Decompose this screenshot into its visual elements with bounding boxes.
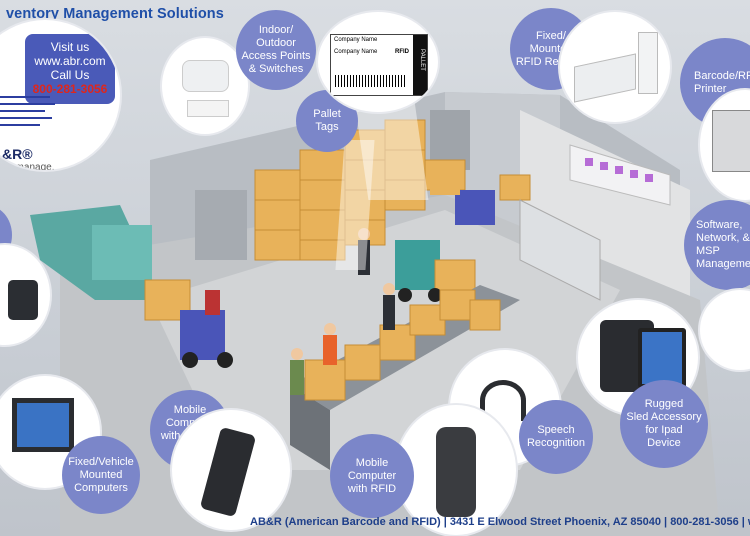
page-title: ventory Management Solutions bbox=[6, 6, 224, 22]
wwan-handheld-icon bbox=[199, 426, 257, 518]
bubble-access-points: Indoor/ Outdoor Access Points & Switches bbox=[236, 10, 316, 90]
headset-icon bbox=[480, 380, 526, 421]
forklift-left bbox=[144, 279, 233, 368]
photo-mobile-wwan bbox=[172, 410, 290, 530]
bubble-label-line: MSP bbox=[696, 245, 720, 257]
logo-tagline: ck. manage. bbox=[0, 162, 55, 170]
ipad-icon bbox=[638, 328, 686, 388]
mobile-printer-icon bbox=[8, 280, 38, 320]
photo-access-point bbox=[162, 38, 248, 134]
bubble-label-line: Access Points bbox=[241, 50, 311, 62]
pallet-stack bbox=[254, 119, 531, 261]
contact-url[interactable]: www.abr.com bbox=[34, 54, 106, 68]
photo-rfid-label: Company Name Company Name RFID PALLET bbox=[318, 12, 438, 112]
bubble-label-line: Pallet bbox=[313, 108, 341, 120]
store-shelf bbox=[569, 144, 671, 206]
bubble-label-line: Mobile bbox=[355, 456, 389, 469]
vehicle-computer-icon bbox=[12, 398, 74, 452]
bubble-label-line: Mobile bbox=[173, 404, 207, 416]
rfid-reader-icon bbox=[574, 53, 636, 103]
bubble-label-line: Device bbox=[647, 437, 681, 449]
bubble-label-line: Mounted bbox=[79, 468, 123, 481]
bubble-label-line: Sled Accessory bbox=[626, 411, 702, 423]
contact-visit: Visit us bbox=[50, 40, 90, 54]
rolling-door-left bbox=[195, 190, 247, 260]
photo-rfid-reader bbox=[560, 12, 670, 122]
bubble-label-line: Computer bbox=[347, 469, 397, 482]
bubble-label-line: Tags bbox=[315, 121, 339, 133]
bubble-label-line: Computers bbox=[74, 481, 128, 494]
bubble-label-line: Speech bbox=[537, 424, 575, 436]
workers bbox=[290, 228, 395, 395]
contact-circle[interactable]: Visit us www.abr.com Call Us 800-281-305… bbox=[0, 20, 120, 170]
bubble-label-line: Indoor/ bbox=[258, 24, 294, 36]
bubble-label-line: with RFID bbox=[347, 482, 397, 495]
access-point-small-icon bbox=[187, 100, 229, 117]
bubble-label-line: Manageme bbox=[696, 258, 750, 270]
bubble-label-line: for Ipad bbox=[645, 424, 683, 436]
photo-mobile-rfid bbox=[396, 405, 516, 535]
contact-call: Call Us bbox=[50, 68, 90, 82]
rfid-handheld-icon bbox=[436, 427, 476, 517]
footer-contact: AB&R (American Barcode and RFID) | 3431 … bbox=[250, 516, 750, 528]
access-point-icon bbox=[182, 60, 229, 92]
bubble-label-line: Software, bbox=[696, 219, 743, 231]
forklift-back bbox=[430, 170, 495, 225]
rfid-antenna-icon bbox=[638, 32, 658, 94]
photo-mobile-printer bbox=[0, 245, 50, 345]
bubble-label-line: Barcode/RFI bbox=[694, 70, 750, 82]
abr-logo-lines bbox=[0, 96, 55, 126]
logo-brand: &R® bbox=[2, 146, 33, 162]
photo-vehicle-computer bbox=[0, 376, 100, 488]
bubble-label-line: Rugged bbox=[644, 398, 684, 410]
conveyor bbox=[290, 285, 520, 470]
bubble-label-line: Recognition bbox=[526, 437, 586, 449]
printer-icon bbox=[712, 110, 750, 172]
bubble-label-line: Printer bbox=[694, 83, 727, 95]
bubble-label-line: Outdoor bbox=[256, 37, 296, 49]
contact-phone[interactable]: 800-281-3056 bbox=[32, 82, 108, 96]
rfid-label-doc: Company Name Company Name RFID PALLET bbox=[330, 34, 428, 96]
bubble-label-line: Network, & bbox=[696, 232, 750, 244]
bubble-label-line: Fixed/Vehicle bbox=[68, 455, 134, 468]
office-room bbox=[519, 199, 601, 301]
bubble-label-line: Fixed/ bbox=[536, 29, 566, 42]
bubble-label-line: & Switches bbox=[248, 63, 304, 75]
forklift-right bbox=[395, 240, 476, 302]
